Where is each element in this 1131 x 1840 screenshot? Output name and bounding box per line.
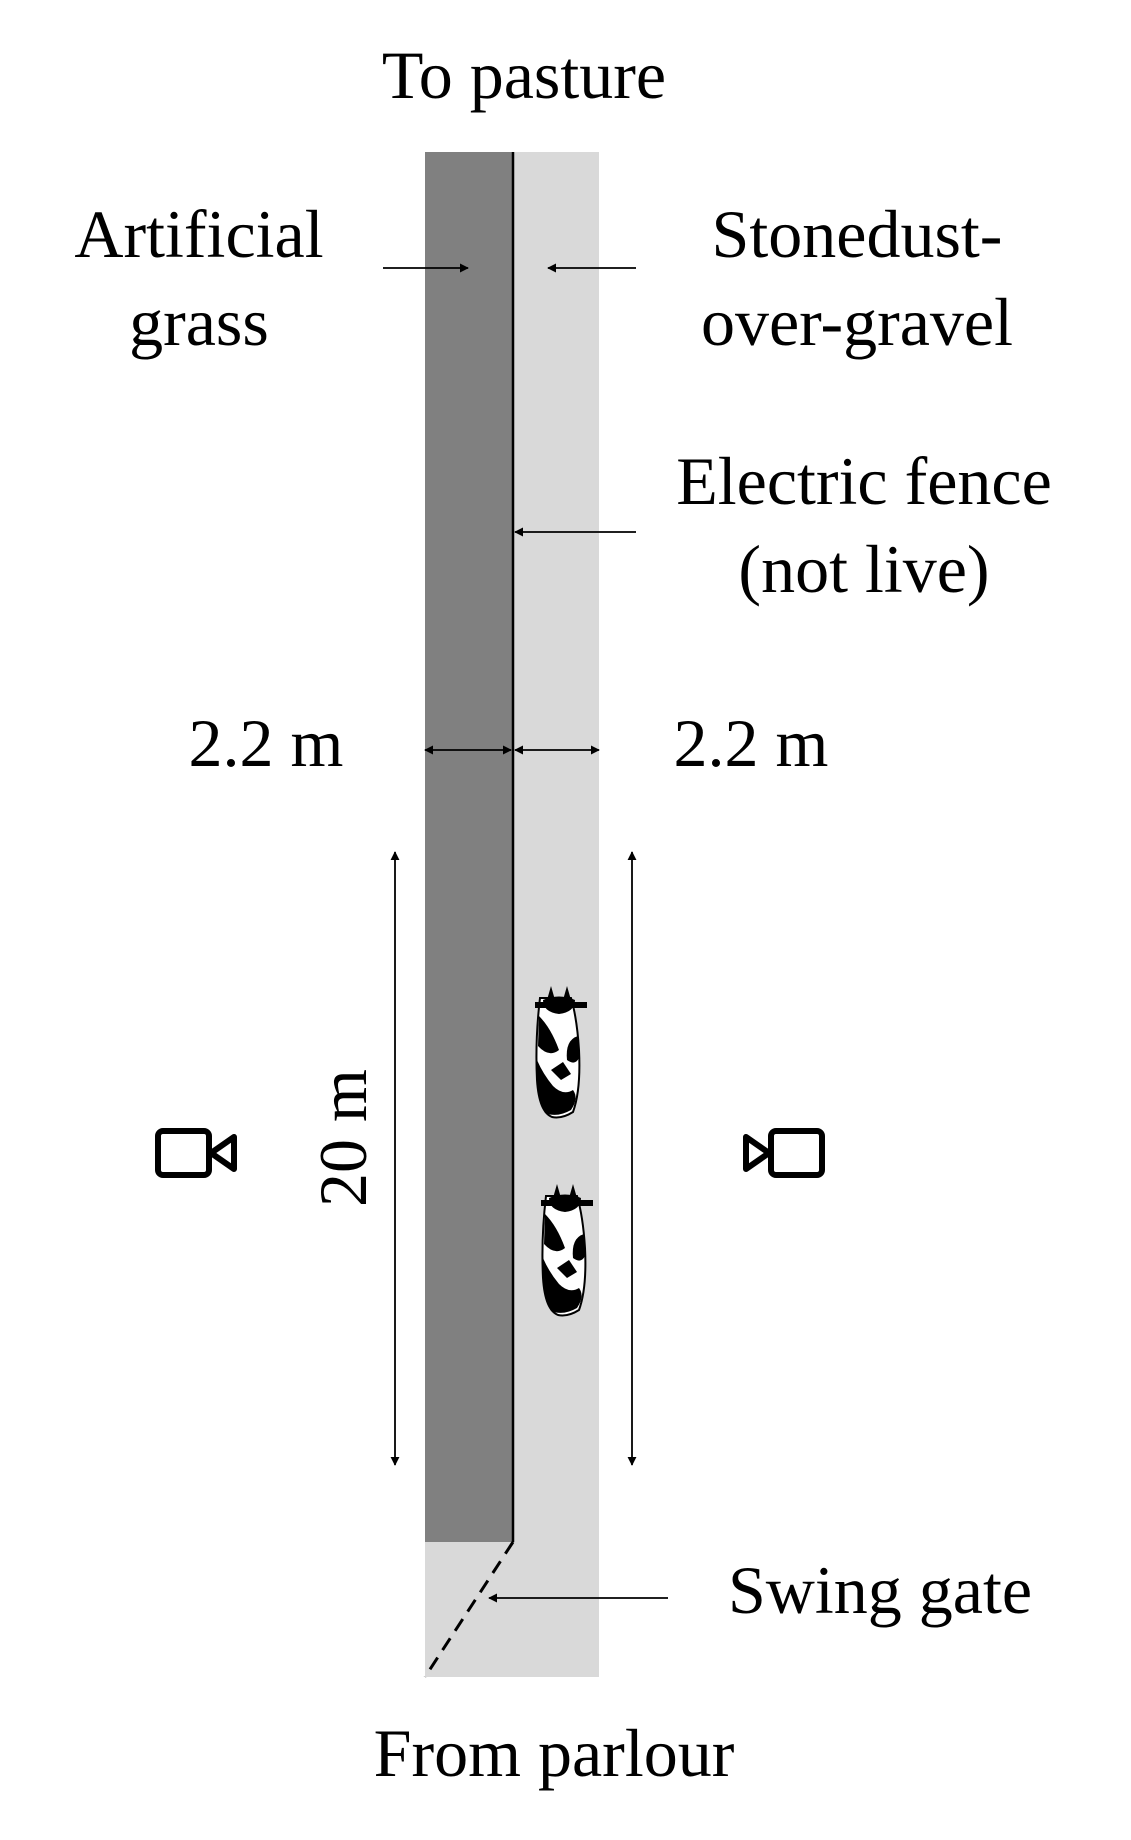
camera-icon-left — [155, 1128, 237, 1178]
label-length: 20 m — [305, 1069, 381, 1207]
label-electric-fence-1: Electric fence — [676, 443, 1052, 519]
stonedust-lane — [512, 152, 599, 1677]
label-electric-fence-2: (not live) — [738, 531, 989, 607]
camera-icon-right — [743, 1128, 825, 1178]
label-width-right: 2.2 m — [674, 705, 829, 781]
label-stonedust-2: over-gravel — [701, 284, 1013, 360]
cow-icon-front — [535, 986, 587, 1119]
label-stonedust-1: Stonedust- — [712, 196, 1003, 272]
artificial-grass-lane — [425, 152, 513, 1542]
label-swing-gate: Swing gate — [728, 1552, 1032, 1628]
label-artificial-grass-1: Artificial — [74, 196, 323, 272]
label-artificial-grass-2: grass — [129, 284, 269, 360]
cow-icon-back — [541, 1184, 593, 1317]
label-to-pasture: To pasture — [382, 37, 666, 113]
label-width-left: 2.2 m — [189, 705, 344, 781]
swing-gate-line — [423, 1541, 515, 1678]
label-from-parlour: From parlour — [374, 1715, 735, 1791]
